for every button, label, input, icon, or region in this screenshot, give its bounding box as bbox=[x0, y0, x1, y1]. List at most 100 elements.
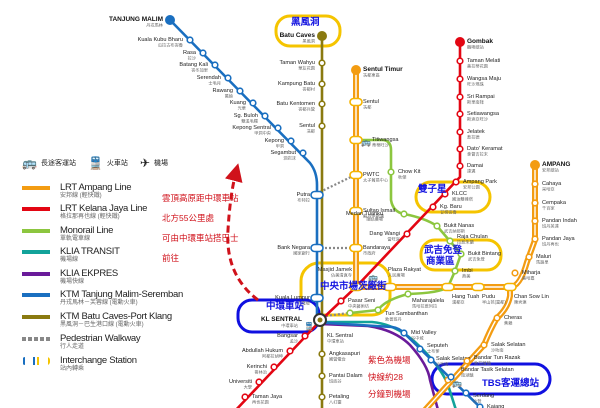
station-marker-bandar-tasik-selatan-ktm[interactable] bbox=[447, 373, 455, 381]
station-name-zh: 采哈亞 bbox=[542, 186, 555, 193]
station-name-zh: 佔美清真寺 bbox=[331, 272, 352, 279]
station-name-zh: 達邁 bbox=[467, 168, 475, 175]
legend-label-zh: 丹戎馬林－芙蓉線 (電動火車) bbox=[60, 300, 138, 306]
station-name-zh: 雙溪毛糯 bbox=[241, 118, 258, 125]
station-marker bbox=[224, 74, 232, 82]
legend-label-zh: 黑風洞－巴生港口線 (電動火車) bbox=[60, 322, 144, 328]
legend-label-zh: 站內轉乘 bbox=[60, 366, 85, 372]
interchange-marker bbox=[310, 293, 324, 303]
station-name: Jelatek bbox=[467, 129, 485, 135]
station-marker bbox=[318, 59, 326, 67]
kl-sentral-hub[interactable]: KL SENTRAL 中環車站 🚆 bbox=[261, 313, 327, 331]
station-name: Cempaka bbox=[542, 200, 567, 206]
station-name: Titiwangsa bbox=[372, 137, 399, 143]
station-name: Gombak bbox=[467, 38, 493, 45]
legend-label-zh: 安邦線 (輕快鐵) bbox=[60, 193, 102, 199]
station-name-zh: 班丹英達 bbox=[542, 223, 560, 230]
station-name: Kuang bbox=[230, 100, 246, 106]
station-name-zh: 敦善班丹 bbox=[385, 316, 402, 323]
station-marker bbox=[433, 222, 441, 230]
station-name-zh: 拉惹朱蘭 bbox=[457, 239, 474, 246]
station-kajang[interactable]: Kajang加影 bbox=[476, 403, 504, 408]
station-name-zh: 斯里南拜 bbox=[467, 99, 485, 106]
station-name: Salak Selatan bbox=[491, 342, 526, 348]
station-name-zh: 中央藝術坊 bbox=[348, 303, 369, 310]
